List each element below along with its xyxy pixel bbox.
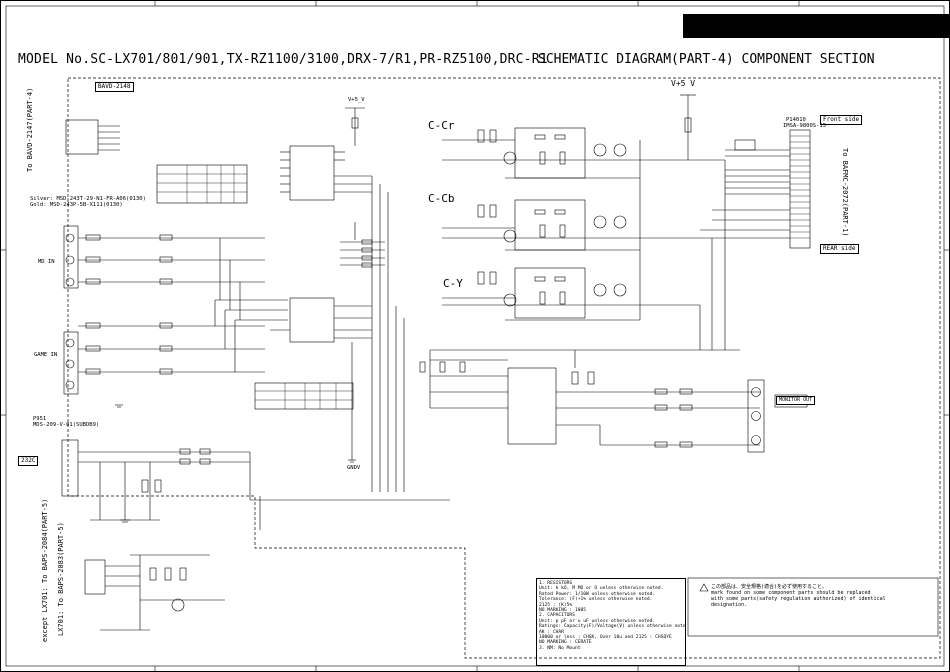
front-side-label: Front side (820, 115, 863, 125)
rs232c-label: 232C (18, 456, 39, 466)
v5v-main-label: V+5_V (348, 97, 365, 103)
note-line: 2125 : (K)5% (539, 602, 573, 608)
game-in-label: GAME IN (34, 352, 58, 358)
note-line: 10000 or less : CHSK, Over 10u and 2125 … (539, 635, 672, 641)
to-bavd-2147-label: To BAVD-2147(PART-4) (26, 87, 34, 172)
gold-jack-label: Gold: MSD-243P-5B-X111(0130) (30, 202, 123, 208)
md-in-label: MD IN (38, 259, 55, 265)
model-number: MODEL No.SC-LX701/801/901,TX-RZ1100/3100… (18, 52, 548, 67)
diagram-title: SCHEMATIC DIAGRAM(PART-4) COMPONENT SECT… (538, 52, 875, 67)
title-bar (683, 14, 949, 38)
to-bafmc-label: To BAFMC-2072(PART-1) (841, 148, 849, 237)
note-line: Unit: k kO, M MO or O unless otherwise n… (539, 586, 664, 592)
note-line: 2. CAPACITORS (539, 613, 575, 619)
note-line: 1. RESISTORS (539, 581, 573, 586)
rear-side-label: REAR side (820, 244, 859, 254)
note-line: 3. NM: No Mount (539, 645, 581, 651)
p951-label: P951 (33, 416, 47, 422)
monitor-out-label: MONITOR OUT (776, 396, 816, 405)
p9010-label: P14010 (786, 117, 806, 123)
safety-note-en-2: with some parts(safety regulation author… (711, 596, 886, 602)
safety-note-jp: この部品は、安全規格(適合)を必ず使用すること。 (711, 584, 828, 590)
note-line: Tolerance: (F)+1% unless otherwise noted… (539, 597, 653, 603)
notes-box: 1. RESISTORS Unit: k kO, M MO or O unles… (536, 578, 686, 666)
safety-note-en-3: designation. (711, 602, 748, 608)
bavd-2148-label: BAVD-2148 (95, 82, 134, 92)
except-lx701-label: except LX701: To BAPS-2084(PART-5) (41, 498, 49, 642)
note-line: NO MARKING : CERATE (539, 640, 592, 646)
c-cb-label: C-Cb (428, 192, 455, 205)
note-line: Unit: p pF or u uF unless otherwise note… (539, 618, 656, 624)
p951-part-label: MDS-209-V-01(SUBDB9) (33, 422, 100, 428)
silver-jack-label: Silver: MSD-243T-29-N1-FR-A06(0130) (30, 196, 146, 202)
note-line: Rated Power: 1/10W unless otherwise note… (539, 591, 656, 597)
v5v-top-label: V+5 V (671, 79, 696, 88)
note-line: NO MARKING : 1005 (539, 608, 587, 614)
gndv-label: GNDV (347, 465, 361, 471)
safety-note-en-1: mark found on some component parts shoul… (711, 590, 871, 596)
note-line: Ratings: Capacity(F)/Voltage(V) unless o… (539, 624, 686, 630)
safety-note: この部品は、安全規格(適合)を必ず使用すること。 mark found on s… (693, 584, 886, 608)
c-cr-label: C-Cr (428, 119, 455, 132)
c-y-label: C-Y (443, 277, 463, 290)
note-line: AK : CHAR (539, 629, 564, 635)
p9010-part-label: IMSA-9800S-15 (783, 123, 827, 129)
lx701-label: LX701: To BAPS-2083(PART-5) (57, 522, 65, 636)
